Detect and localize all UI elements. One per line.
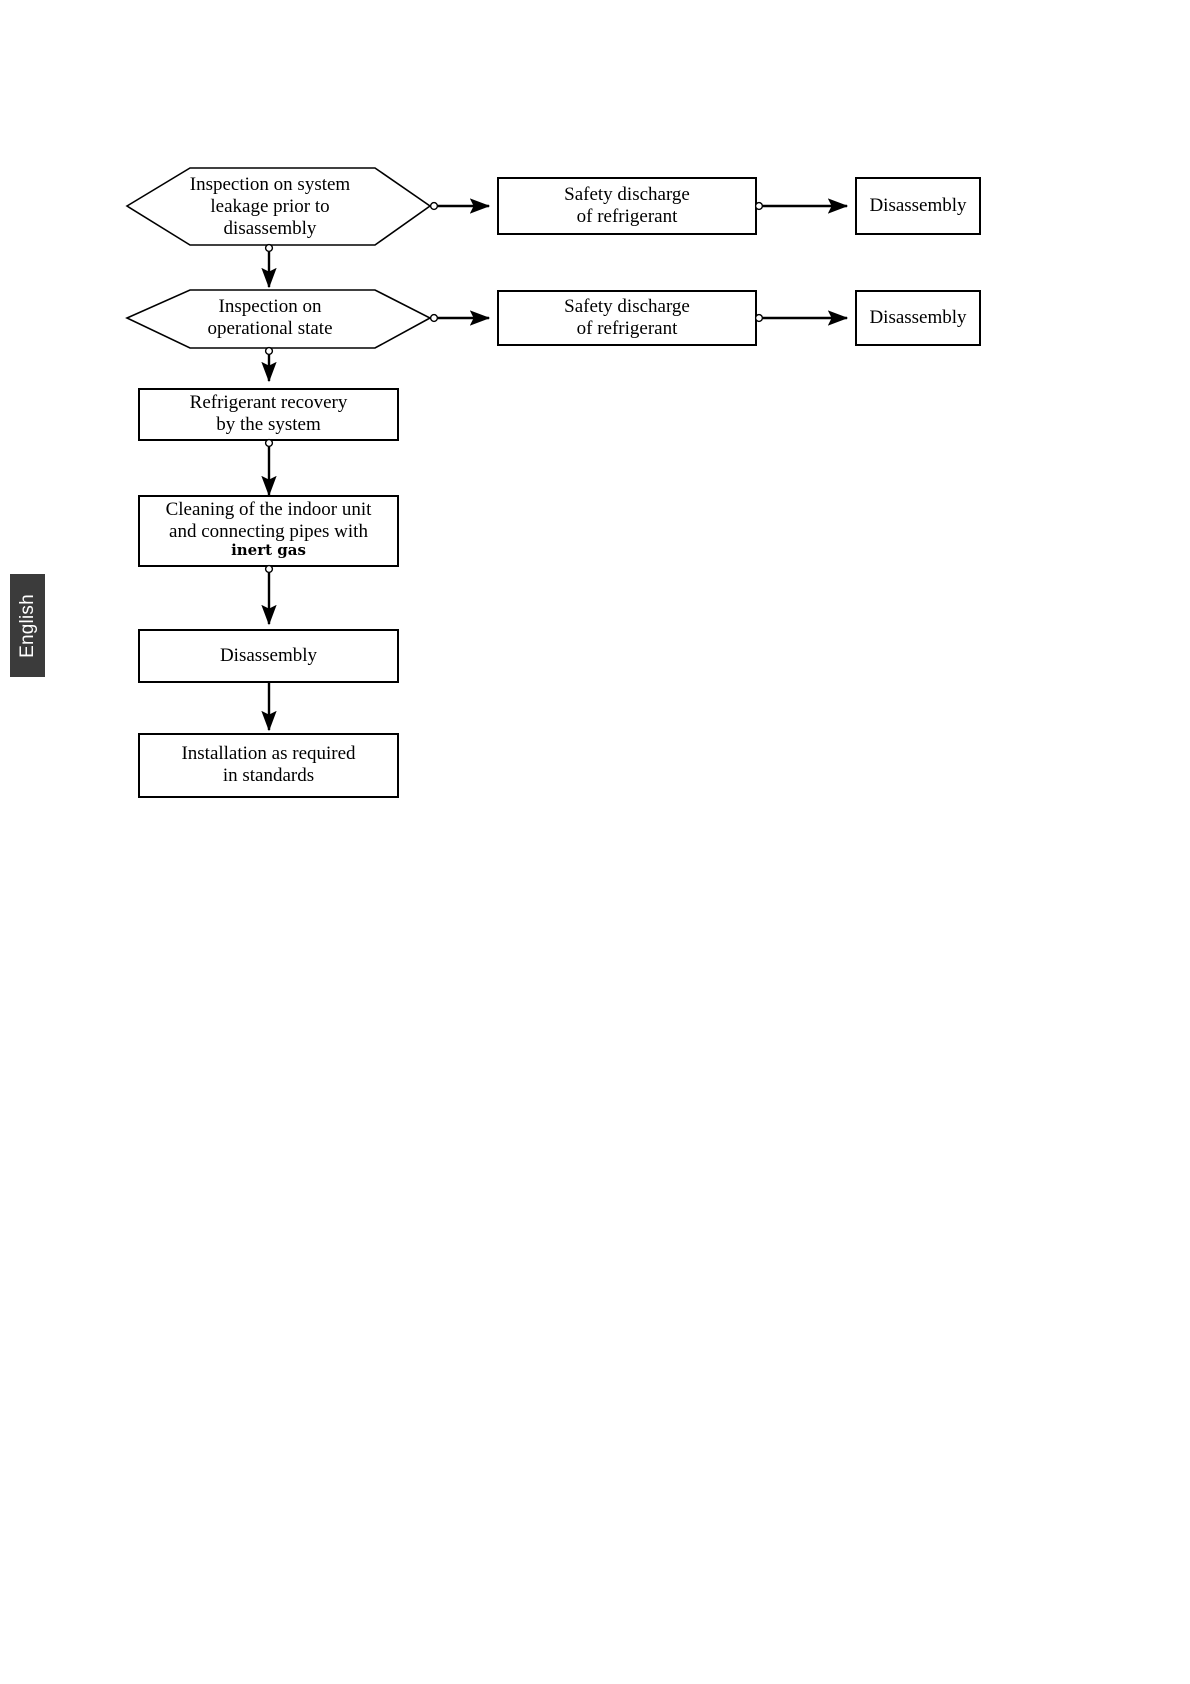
node-shape-safety-discharge-1 bbox=[497, 177, 757, 235]
node-shape-safety-discharge-2 bbox=[497, 290, 757, 346]
node-shape-refrigerant-recovery bbox=[138, 388, 399, 441]
node-shape-insp-leak bbox=[125, 167, 432, 246]
node-shape-disassembly-1 bbox=[855, 177, 981, 235]
node-shape-cleaning bbox=[138, 495, 399, 567]
connector-dot-safety2-right bbox=[754, 313, 764, 323]
connector-dot-safety1-right bbox=[754, 201, 764, 211]
node-shape-installation bbox=[138, 733, 399, 798]
connector-dot-cleaning-bottom bbox=[264, 564, 274, 574]
connector-dot-recovery-bottom bbox=[264, 438, 274, 448]
node-shape-disassembly-2 bbox=[855, 290, 981, 346]
node-shape-insp-operational bbox=[125, 289, 432, 349]
connector-dot-insp-operational-bottom bbox=[264, 346, 274, 356]
connector-dot-insp-operational-right bbox=[429, 313, 439, 323]
node-shape-disassembly-main bbox=[138, 629, 399, 683]
language-tab-english: English bbox=[10, 574, 45, 677]
connector-dot-insp-leak-bottom bbox=[264, 243, 274, 253]
connector-dot-insp-leak-right bbox=[429, 201, 439, 211]
